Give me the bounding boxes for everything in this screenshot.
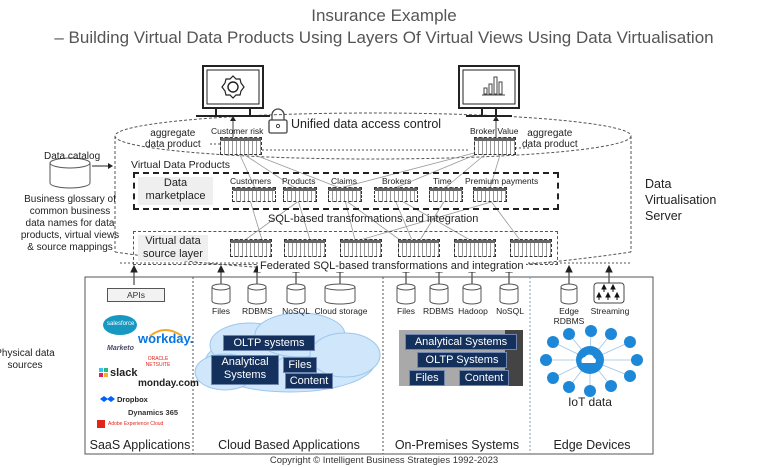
physical-sources-label: Physical data sources bbox=[0, 348, 55, 371]
marketo-logo: Marketo bbox=[107, 345, 134, 352]
cloud-store-nosql: NoSQL bbox=[282, 306, 310, 316]
aggregate-table-customer-risk[interactable] bbox=[220, 137, 262, 155]
product-label-customers: Customers bbox=[230, 176, 272, 186]
product-label-time: Time bbox=[433, 176, 452, 186]
diagram-subtitle: – Building Virtual Data Products Using L… bbox=[54, 28, 714, 47]
diagram-title: Insurance Example bbox=[311, 6, 457, 25]
onprem-store-rdbms: RDBMS bbox=[423, 306, 454, 316]
monitor-left bbox=[196, 65, 270, 117]
product-table-claims[interactable] bbox=[328, 187, 362, 202]
virtual-source-layer-label: Virtual data source layer bbox=[138, 235, 208, 261]
edge-store-rdbms: Edge RDBMS bbox=[553, 306, 585, 326]
onprem-system-content: Content bbox=[459, 370, 509, 386]
cloud-system-files: Files bbox=[283, 357, 317, 373]
source-view-table[interactable] bbox=[510, 239, 552, 257]
cloud-store-files: Files bbox=[212, 306, 230, 316]
salesforce-logo bbox=[103, 315, 137, 335]
data-catalog-description: Business glossary of common business dat… bbox=[20, 194, 120, 253]
product-label-products: Products bbox=[282, 176, 316, 186]
dropbox-logo: Dropbox bbox=[117, 395, 148, 404]
product-table-brokers[interactable] bbox=[374, 187, 418, 202]
product-table-premium-payments[interactable] bbox=[473, 187, 507, 202]
cloud-store-rdbms: RDBMS bbox=[242, 306, 273, 316]
source-view-table[interactable] bbox=[398, 239, 440, 257]
onprem-system-analytical: Analytical Systems bbox=[405, 334, 517, 350]
aggregate-table-broker-value[interactable] bbox=[474, 137, 516, 155]
section-title-onprem: On-Premises Systems bbox=[394, 438, 520, 452]
apis-box[interactable]: APIs bbox=[107, 288, 165, 302]
cloud-system-analytical: Analytical Systems bbox=[211, 355, 279, 385]
aggregate-caption-right: aggregate data product bbox=[522, 128, 578, 150]
product-table-customers[interactable] bbox=[232, 187, 276, 202]
slack-logo: slack bbox=[110, 367, 138, 379]
data-marketplace-box bbox=[133, 172, 559, 210]
physical-sources-box bbox=[84, 276, 654, 455]
source-view-table[interactable] bbox=[340, 239, 382, 257]
product-label-premium-payments: Premium payments bbox=[465, 176, 539, 186]
section-title-saas: SaaS Applications bbox=[89, 438, 191, 452]
iot-data-label: IoT data bbox=[568, 395, 612, 409]
source-view-table[interactable] bbox=[284, 239, 326, 257]
data-catalog-title: Data catalog bbox=[44, 151, 101, 162]
onprem-system-files: Files bbox=[409, 370, 445, 386]
cloud-system-content: Content bbox=[285, 373, 333, 389]
source-view-table[interactable] bbox=[454, 239, 496, 257]
copyright: Copyright © Intelligent Business Strateg… bbox=[269, 455, 499, 466]
streaming-icon bbox=[593, 282, 625, 304]
store-cylinders bbox=[49, 157, 578, 305]
source-view-table[interactable] bbox=[230, 239, 272, 257]
product-label-brokers: Brokers bbox=[382, 176, 412, 186]
onprem-store-hadoop: Hadoop bbox=[458, 306, 488, 316]
aggregate-table-label-broker-value: Broker Value bbox=[470, 126, 519, 136]
workday-logo: workday. bbox=[138, 331, 194, 346]
iot-network-icon bbox=[540, 325, 643, 397]
gear-icon bbox=[221, 75, 245, 99]
virtual-data-products-label: Virtual Data Products bbox=[131, 159, 231, 171]
sql-transform-label: SQL-based transformations and integratio… bbox=[268, 213, 479, 225]
section-title-cloud: Cloud Based Applications bbox=[218, 438, 360, 452]
lock-icon bbox=[268, 108, 288, 134]
monday-logo: monday.com bbox=[138, 378, 199, 389]
adobe-logo-mark bbox=[97, 420, 105, 428]
product-table-time[interactable] bbox=[429, 187, 463, 202]
edge-store-streaming: Streaming bbox=[590, 306, 630, 316]
lineage-lines bbox=[239, 151, 521, 241]
onprem-store-nosql: NoSQL bbox=[496, 306, 524, 316]
data-marketplace-label: Data marketplace bbox=[138, 177, 213, 205]
cloud-store-cloud-storage: Cloud storage bbox=[314, 306, 368, 316]
dropbox-logo-mark bbox=[100, 396, 115, 402]
workday-arc bbox=[149, 329, 183, 337]
aggregate-caption-left: aggregate data product bbox=[145, 128, 201, 150]
section-title-edge: Edge Devices bbox=[553, 438, 631, 452]
server-cylinder-bottom bbox=[114, 251, 632, 272]
onprem-system-oltp: OLTP Systems bbox=[417, 352, 507, 368]
aggregate-table-label-customer-risk: Customer risk bbox=[211, 126, 264, 136]
cloud-system-oltp: OLTP systems bbox=[223, 335, 315, 351]
salesforce-logo-text: salesforce bbox=[107, 321, 135, 327]
bar-chart-icon bbox=[482, 76, 505, 96]
slack-logo-mark bbox=[99, 368, 108, 377]
dynamics-365-logo: Dynamics 365 bbox=[128, 408, 179, 417]
product-label-claims: Claims bbox=[331, 176, 357, 186]
federated-label: Federated SQL-based transformations and … bbox=[258, 260, 526, 272]
product-table-products[interactable] bbox=[283, 187, 317, 202]
onprem-store-files: Files bbox=[397, 306, 415, 316]
oracle-netsuite-logo: ORACLE NETSUITE bbox=[145, 356, 171, 368]
access-control-label: Unified data access control bbox=[291, 117, 442, 131]
adobe-experience-cloud-logo: Adobe Experience Cloud bbox=[108, 421, 164, 427]
server-label: Data Virtualisation Server bbox=[645, 177, 717, 223]
